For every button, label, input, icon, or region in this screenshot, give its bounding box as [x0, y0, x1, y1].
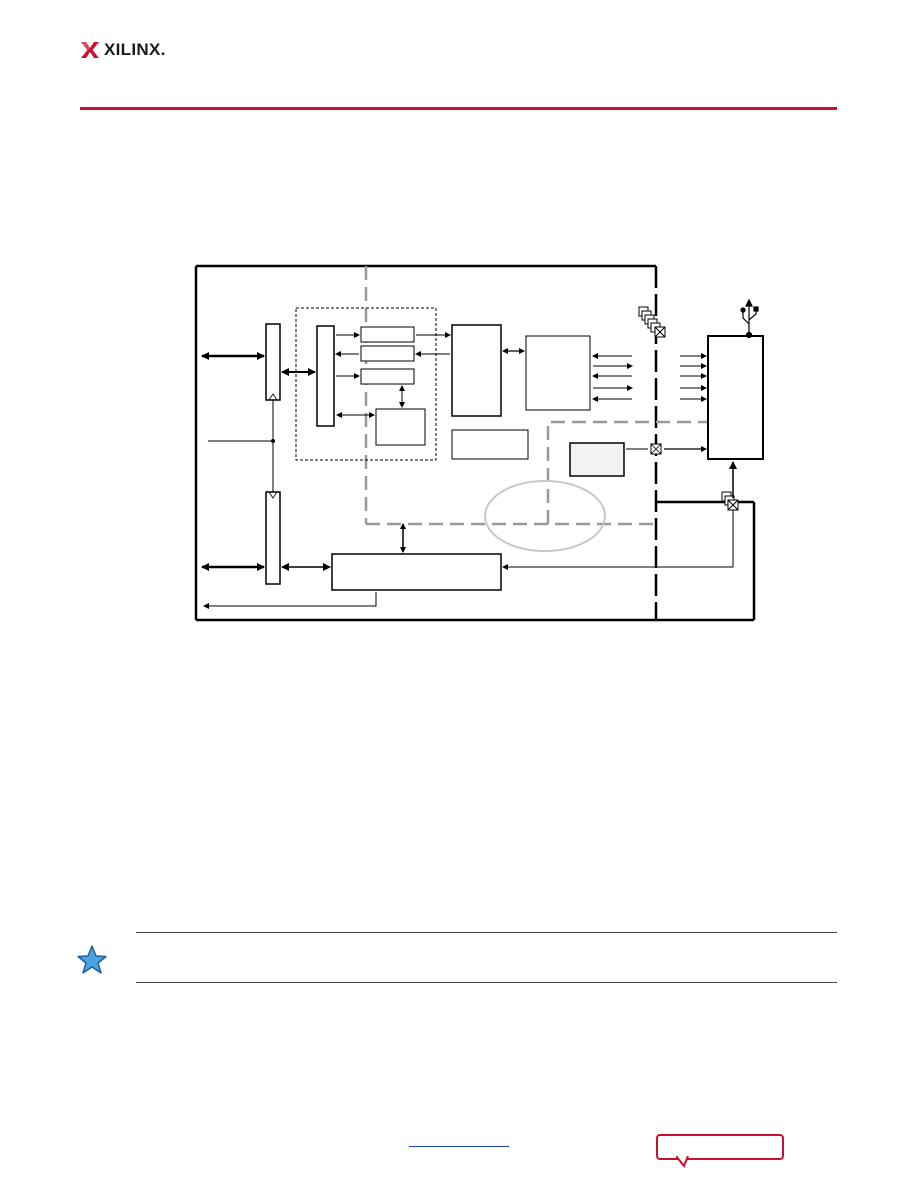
bottom-wide-block [331, 553, 502, 591]
stacked-pins-top [638, 306, 666, 338]
register-box-3 [360, 368, 415, 385]
feedback-button[interactable] [656, 1134, 784, 1160]
register-box-1 [360, 326, 415, 343]
header-rule [80, 107, 837, 110]
phy-signal-lines [592, 353, 707, 402]
device-outline [194, 264, 756, 622]
inner-dashed-group [295, 307, 437, 461]
left-bus-lower [265, 491, 281, 585]
usb-icon [740, 298, 759, 339]
star-icon [77, 945, 107, 974]
note-rule-bottom [136, 982, 837, 983]
memory-box [375, 408, 426, 446]
interconnect-bar [316, 325, 335, 427]
external-device [707, 335, 764, 460]
xilinx-logo: XILINX. [80, 38, 166, 62]
grey-block [569, 442, 625, 477]
status-block [451, 429, 529, 460]
feedback-bubble-icon [676, 1156, 689, 1168]
footer-link[interactable] [409, 1146, 509, 1147]
note-rule-top [136, 932, 837, 933]
controller-block [451, 324, 502, 417]
power-domain-boundary [364, 266, 710, 526]
block-diagram [194, 264, 764, 622]
power-domain-ellipse [484, 480, 606, 552]
phy-block [525, 335, 591, 411]
stacked-pins-bottom [721, 491, 739, 511]
left-bus-upper [265, 323, 281, 401]
brand-name: XILINX. [104, 40, 166, 59]
register-box-2 [360, 345, 415, 362]
xilinx-logo-icon [81, 42, 99, 58]
